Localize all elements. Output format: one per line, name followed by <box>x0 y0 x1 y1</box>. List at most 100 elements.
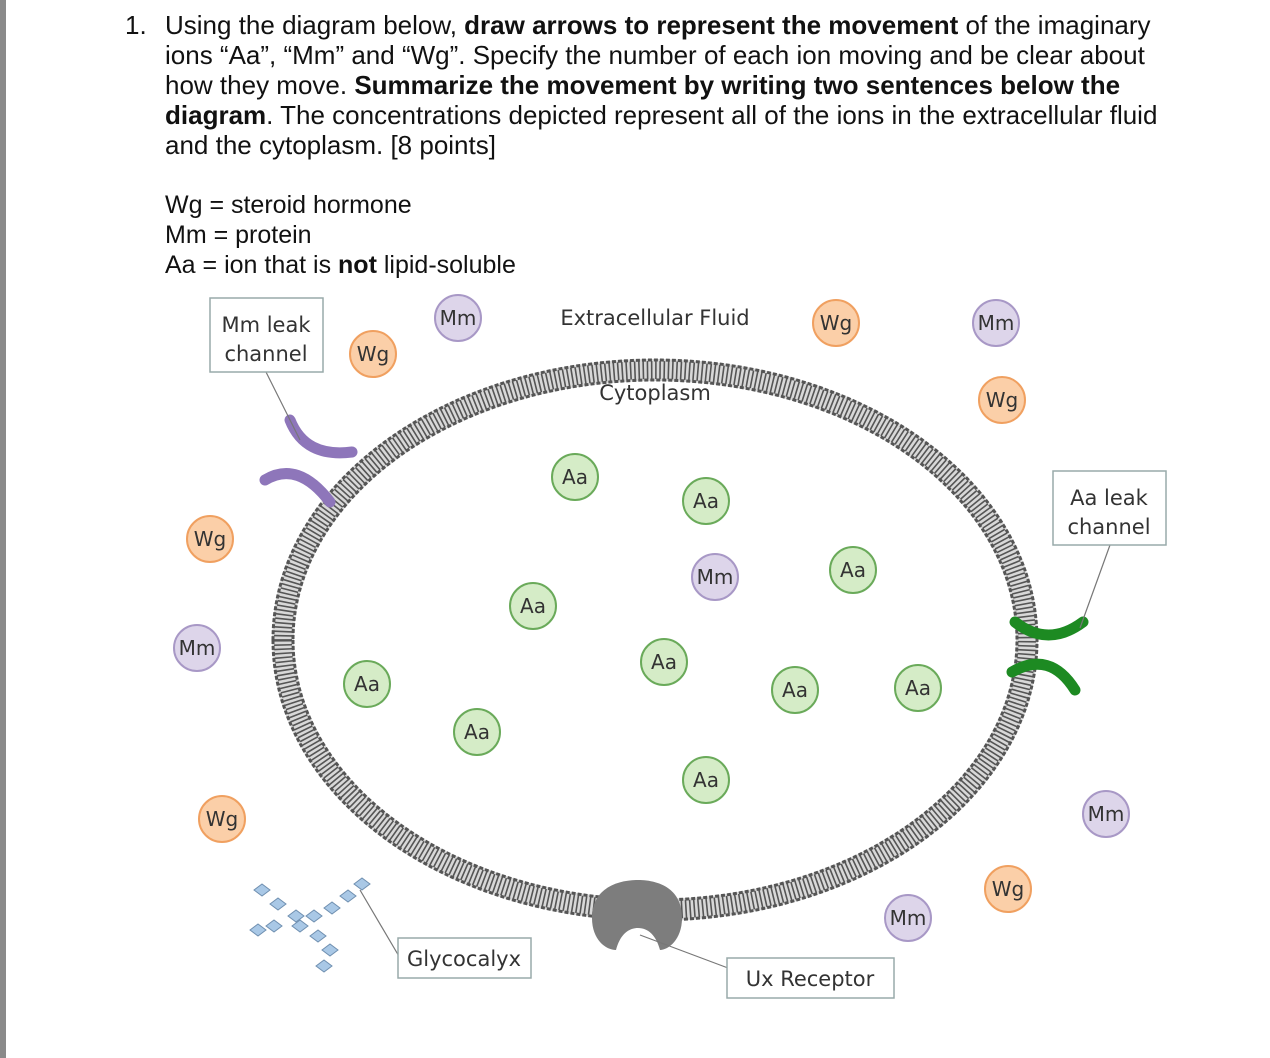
aa-ion-label: Aa <box>651 650 677 674</box>
wg-ion-label: Wg <box>194 527 226 551</box>
wg-ion: Wg <box>984 865 1032 913</box>
mm-ion-label: Mm <box>1088 802 1125 826</box>
question-body: Using the diagram below, draw arrows to … <box>165 10 1205 160</box>
wg-ion: Wg <box>186 515 234 563</box>
mm-ion-circle <box>434 294 482 342</box>
glycocalyx-sugar-icon <box>291 919 309 933</box>
aa-ion-label: Aa <box>562 465 588 489</box>
aa-ion-circle <box>771 666 819 714</box>
wg-ion-circle <box>812 299 860 347</box>
aa-ion-circle <box>894 664 942 712</box>
glycocalyx-icon <box>249 877 371 973</box>
glycocalyx-sugar-icon <box>353 877 371 891</box>
mm-ion-circle <box>173 624 221 672</box>
wg-ion: Wg <box>978 376 1026 424</box>
aa-ion-label: Aa <box>693 768 719 792</box>
mm-ion: Mm <box>972 299 1020 347</box>
glycocalyx-sugar-icon <box>321 943 339 957</box>
question-text: 1. Using the diagram below, draw arrows … <box>125 10 1205 160</box>
glycocalyx-sugar-icon <box>315 959 333 973</box>
mm-ion-circle <box>1082 790 1130 838</box>
definition-aa-prefix: Aa = ion that is <box>165 251 339 279</box>
question-line: ions “Aa”, “Mm” and “Wg”. Specify the nu… <box>165 40 1205 70</box>
aa-ion-label: Aa <box>693 489 719 513</box>
aa-ion: Aa <box>894 664 942 712</box>
glycocalyx-sugar-icon <box>249 923 267 937</box>
aa-ion-label: Aa <box>905 676 931 700</box>
mm-leak-channel-icon <box>259 468 336 508</box>
aa-ion: Aa <box>509 582 557 630</box>
question-emphasis: Summarize the movement by writing two se… <box>354 70 1121 100</box>
definition-aa-emphasis: not <box>338 251 377 279</box>
aa-ion: Aa <box>829 546 877 594</box>
question-run: . The concentrations depicted represent … <box>266 100 1158 130</box>
page-edge-bar <box>0 0 6 1058</box>
aa-ion-circle <box>829 546 877 594</box>
question-line: diagram. The concentrations depicted rep… <box>165 100 1205 130</box>
question-run: of the imaginary <box>958 10 1151 40</box>
question-line: how they move. Summarize the movement by… <box>165 70 1205 100</box>
aa-ion: Aa <box>640 638 688 686</box>
aa-leak-channel-icon <box>1006 658 1081 696</box>
mm-ion-label: Mm <box>890 906 927 930</box>
question-run: Using the diagram below, <box>165 10 465 40</box>
question-run: how they move. <box>165 70 355 100</box>
wg-ion-label: Wg <box>206 807 238 831</box>
aa-ion-circle <box>453 708 501 756</box>
glycocalyx-sugar-icon <box>287 909 305 923</box>
definition-wg: Wg = steroid hormone <box>165 191 412 219</box>
glycocalyx-sugar-icon <box>305 909 323 923</box>
question-line: Using the diagram below, draw arrows to … <box>165 10 1205 40</box>
aa-ion: Aa <box>551 453 599 501</box>
membrane-heads <box>271 358 1039 922</box>
definition-aa: Aa = ion that is not lipid-soluble <box>165 250 516 280</box>
aa-ion-circle <box>551 453 599 501</box>
question-number: 1. <box>125 10 147 40</box>
aa-channel-callout-line <box>1079 544 1111 629</box>
question-run: and the cytoplasm. [8 points] <box>165 130 496 160</box>
question-run: ions “Aa”, “Mm” and “Wg”. Specify the nu… <box>165 40 1145 70</box>
aa-channel-label-line2: channel <box>1067 515 1150 539</box>
aa-ion-label: Aa <box>520 594 546 618</box>
mm-channel-label-box <box>209 297 324 373</box>
mm-ion-circle <box>972 299 1020 347</box>
question-line: and the cytoplasm. [8 points] <box>165 130 1205 160</box>
wg-ion: Wg <box>198 795 246 843</box>
wg-ion-circle <box>198 795 246 843</box>
definition-mm: Mm = protein <box>165 221 312 249</box>
wg-ion-label: Wg <box>986 388 1018 412</box>
mm-ion-circle <box>691 553 739 601</box>
mm-ion-circle <box>884 894 932 942</box>
receptor-callout-line <box>639 934 729 969</box>
mm-ion: Mm <box>1082 790 1130 838</box>
glycocalyx-sugar-icon <box>339 889 357 903</box>
aa-ion: Aa <box>771 666 819 714</box>
aa-ion-label: Aa <box>782 678 808 702</box>
mm-ion-label: Mm <box>440 306 477 330</box>
wg-ion-label: Wg <box>992 877 1024 901</box>
aa-leak-channel-icon <box>1009 616 1089 641</box>
mm-ion-label: Mm <box>179 636 216 660</box>
aa-ion: Aa <box>343 660 391 708</box>
definition-aa-suffix: lipid-soluble <box>376 251 516 279</box>
question-emphasis: draw arrows to represent the movement <box>464 10 959 40</box>
aa-ion-label: Aa <box>354 672 380 696</box>
question-emphasis: diagram <box>165 100 267 130</box>
aa-channel-label-line1: Aa leak <box>1070 486 1149 510</box>
wg-ion-circle <box>349 330 397 378</box>
mm-channel-callout-line <box>265 371 301 441</box>
aa-ion: Aa <box>682 756 730 804</box>
cell-membrane <box>271 358 1039 922</box>
glycocalyx-callout-line <box>359 889 401 959</box>
glycocalyx-label-box <box>397 937 532 979</box>
wg-ion: Wg <box>812 299 860 347</box>
mm-leak-channel-icon <box>284 414 358 459</box>
aa-ion-label: Aa <box>840 558 866 582</box>
mm-ion: Mm <box>884 894 932 942</box>
ux-receptor-label: Ux Receptor <box>746 967 875 991</box>
ux-receptor-label-box <box>726 957 895 999</box>
aa-ion: Aa <box>682 477 730 525</box>
aa-ion-circle <box>682 477 730 525</box>
aa-ion-circle <box>682 756 730 804</box>
